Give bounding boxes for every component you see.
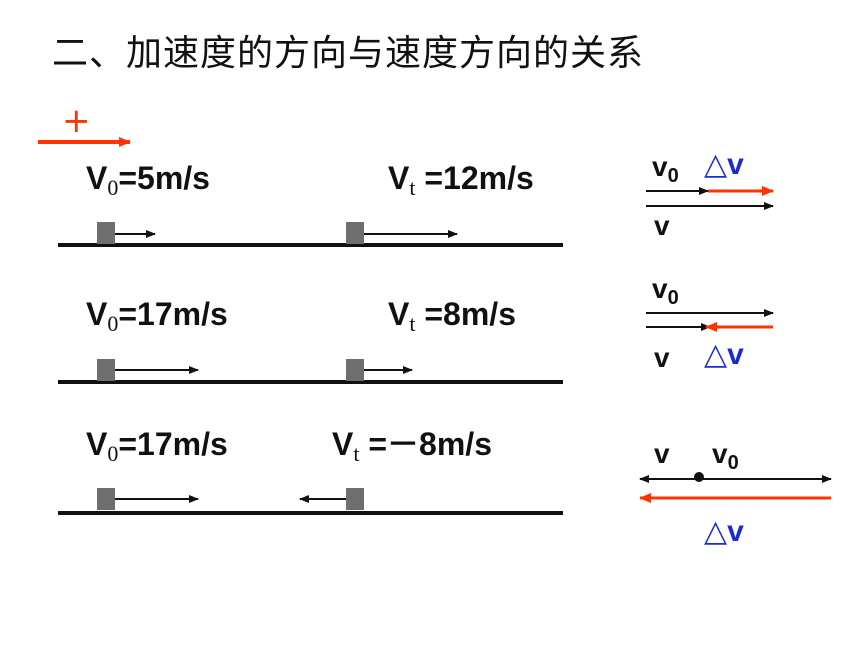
vt-label-row-2: Vt =8m/s	[388, 296, 516, 336]
block-1-start	[97, 222, 115, 244]
diagram-1-v-label: v	[654, 210, 670, 241]
positive-direction-sign: +	[62, 101, 91, 141]
diagram-3-v-label: v	[654, 438, 670, 469]
block-1-end	[346, 222, 364, 244]
vt-label-row-1: Vt =12m/s	[388, 160, 534, 200]
vector-origin-3	[694, 472, 704, 482]
v0-label-row-2: V0=17m/s	[86, 296, 228, 336]
block-2-start	[97, 359, 115, 381]
diagram-1-delta-v-label: △v	[704, 148, 744, 181]
v0-label-row-3: V0=17m/s	[86, 426, 228, 466]
block-2-end	[346, 359, 364, 381]
block-3-start	[97, 488, 115, 510]
v0-label-row-1: V0=5m/s	[86, 160, 210, 200]
diagram-1-v0-label: v0	[652, 151, 679, 187]
diagram-3-v0-label: v0	[712, 438, 739, 474]
diagram-2-v0-label: v0	[652, 273, 679, 309]
vt-label-row-3: Vt =－8m/s	[332, 426, 492, 466]
slide-title: 二、加速度的方向与速度方向的关系	[52, 33, 645, 74]
diagram-2-v-label: v	[654, 342, 670, 373]
diagram-2-delta-v-label: △v	[704, 338, 744, 371]
diagram-3-delta-v-label: △v	[704, 515, 744, 548]
block-3-end	[346, 488, 364, 510]
